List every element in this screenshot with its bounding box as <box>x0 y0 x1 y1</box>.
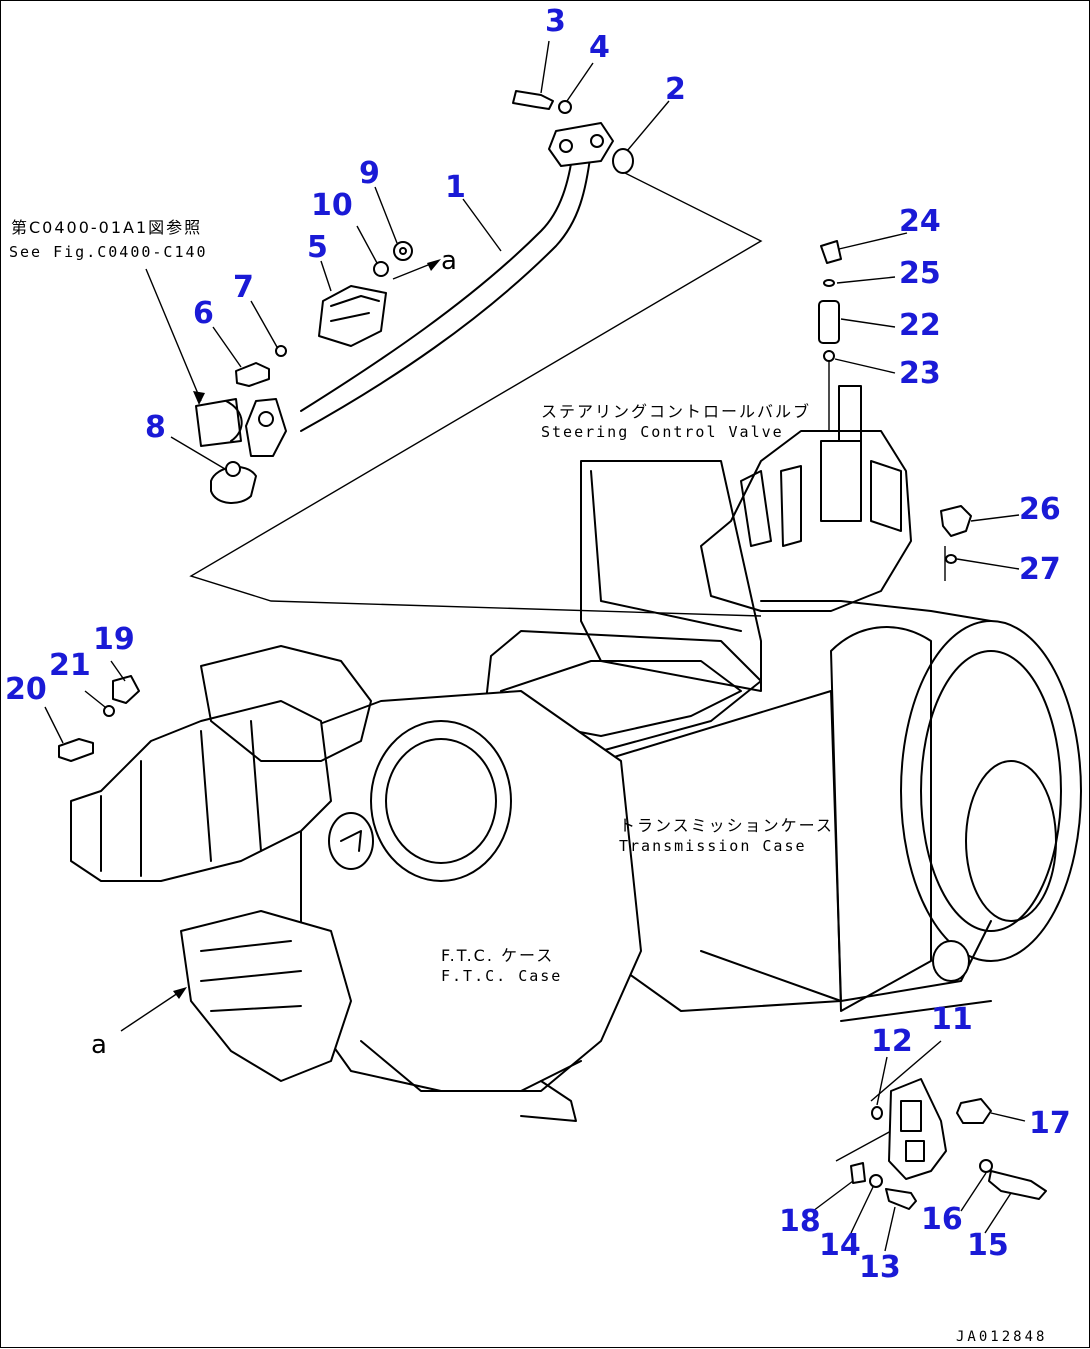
transmission-case-label-en: Transmission Case <box>619 837 807 855</box>
drawing-code: JA012848 <box>956 1329 1047 1345</box>
component-labels: ステアリングコントロールバルブ Steering Control Valve ト… <box>441 402 834 985</box>
callout-21: 21 <box>49 648 91 683</box>
callout-numbers: 1 2 3 4 5 6 7 8 9 10 11 12 13 14 15 16 1… <box>5 4 1071 1285</box>
ftc-case-label-jp: F.T.C. ケース <box>441 946 554 965</box>
callout-24: 24 <box>899 204 941 239</box>
pipe-assembly <box>195 90 634 504</box>
callout-leaders <box>44 40 1026 1252</box>
steering-valve-label-jp: ステアリングコントロールバルブ <box>541 402 811 421</box>
callout-12: 12 <box>871 1024 913 1059</box>
view-mark-bottom: a <box>91 1030 107 1060</box>
transmission-case-label-jp: トランスミッションケース <box>619 816 834 835</box>
callout-3: 3 <box>545 4 566 39</box>
callout-18: 18 <box>779 1204 821 1239</box>
ftc-case-label-en: F.T.C. Case <box>441 967 562 985</box>
callout-9: 9 <box>359 156 380 191</box>
callout-10: 10 <box>311 188 353 223</box>
reference-note-japanese: 第C0400-01A1図参照 <box>11 218 202 237</box>
callout-6: 6 <box>193 296 214 331</box>
steering-valve-label-en: Steering Control Valve <box>541 423 784 441</box>
view-mark-top: a <box>441 246 457 276</box>
callout-1: 1 <box>445 170 466 205</box>
reference-note-english: See Fig.C0400-C140 <box>9 243 208 261</box>
callout-22: 22 <box>899 308 941 343</box>
callout-26: 26 <box>1019 492 1061 527</box>
ftc-case <box>180 690 642 1122</box>
callout-2: 2 <box>665 72 686 107</box>
callout-23: 23 <box>899 356 941 391</box>
callout-20: 20 <box>5 672 47 707</box>
reference-note: 第C0400-01A1図参照 See Fig.C0400-C140 <box>9 218 208 261</box>
callout-13: 13 <box>859 1250 901 1285</box>
steering-control-valve <box>700 240 972 612</box>
switch-assembly <box>850 1078 1047 1210</box>
callout-16: 16 <box>921 1202 963 1237</box>
callout-25: 25 <box>899 256 941 291</box>
callout-11: 11 <box>931 1002 973 1037</box>
callout-8: 8 <box>145 410 166 445</box>
callout-17: 17 <box>1029 1106 1071 1141</box>
callout-7: 7 <box>233 270 254 305</box>
callout-4: 4 <box>589 30 610 65</box>
callout-19: 19 <box>93 622 135 657</box>
callout-27: 27 <box>1019 552 1061 587</box>
pump-assembly <box>58 645 372 882</box>
callout-14: 14 <box>819 1228 861 1263</box>
callout-5: 5 <box>307 230 328 265</box>
sensor-assembly <box>235 241 413 387</box>
callout-15: 15 <box>967 1228 1009 1263</box>
